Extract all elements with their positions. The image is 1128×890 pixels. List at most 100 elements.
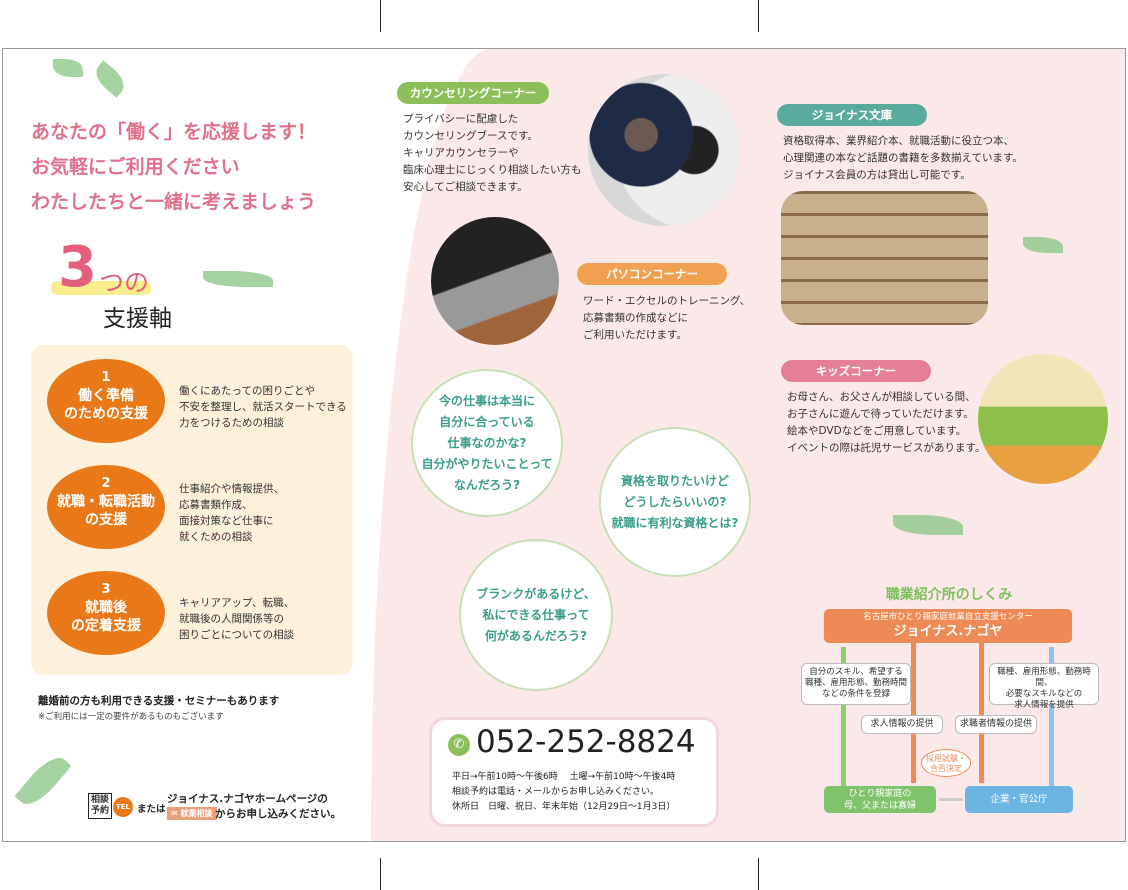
mail-consult-button[interactable]: ✉ 就業相談 bbox=[167, 807, 217, 820]
headline-line: わたしたちと一緒に考えましょう bbox=[31, 191, 317, 213]
phone-icon: ✆ bbox=[448, 734, 470, 756]
center-sub: 名古屋市ひとり親家庭就業自立支援センター bbox=[863, 612, 1033, 622]
bubble-line: 何があるんだろう? bbox=[484, 628, 588, 643]
tel-badge: TEL bbox=[113, 797, 133, 817]
leaf-icon bbox=[14, 750, 72, 812]
reservation-label: 相談予約 bbox=[88, 793, 113, 819]
crop-mark bbox=[758, 858, 759, 890]
center-name: ジョイナス.ナゴヤ bbox=[893, 624, 1003, 639]
contact-hours: 平日→午前10時～午後6時 土曜→午前10時～午後4時相談予約は電話・メールから… bbox=[452, 770, 675, 815]
bubble-line: 就職に有利な資格とは? bbox=[611, 515, 739, 530]
text-line: キャリアカウンセラーや bbox=[403, 147, 519, 159]
job-offer-note: 職種、雇用形態、勤務時間、必要なスキルなどの求人情報を提供 bbox=[989, 663, 1099, 710]
parent-line: 母、父または寡婦 bbox=[843, 801, 916, 811]
text-line: ご利用いただけます。 bbox=[583, 329, 687, 341]
kids-text: お母さん、お父さんが相談している間、お子さんに遊んで待っていただけます。絵本やD… bbox=[787, 389, 985, 457]
support-title: 働く準備 bbox=[78, 388, 134, 404]
note-line: 職種、雇用形態、勤務時間、 bbox=[997, 667, 1091, 688]
or-text: または bbox=[137, 804, 166, 815]
arrow-up-blue bbox=[1049, 647, 1054, 787]
company-box: 企業・官公庁 bbox=[965, 786, 1073, 813]
crop-mark bbox=[380, 858, 381, 890]
bubble-line: 今の仕事は本当に bbox=[438, 393, 535, 408]
reserve-line: 相談 bbox=[91, 795, 110, 805]
headline: あなたの「働く」を応援します！ お気軽にご利用ください わたしたちと一緒に考えま… bbox=[31, 115, 316, 220]
hours-line: 相談予約は電話・メールからお申し込みください。 bbox=[452, 787, 660, 797]
registration-note: 自分のスキル、希望する職種、雇用形態、勤務時間などの条件を登録 bbox=[801, 663, 911, 705]
bubble-line: 自分がやりたいことって bbox=[421, 456, 553, 471]
question-bubble-1: 今の仕事は本当に自分に合っている仕事なのかな?自分がやりたいことってなんだろう? bbox=[411, 369, 563, 517]
homepage-text: ジョイナス.ナゴヤホームページの bbox=[167, 793, 328, 805]
support-title: のための支援 bbox=[64, 406, 148, 422]
phone-number[interactable]: 052-252-8824 bbox=[476, 724, 696, 760]
desc-line: キャリアアップ、転職、 bbox=[179, 597, 295, 609]
three-suffix: つの bbox=[99, 268, 150, 297]
bubble-line: なんだろう? bbox=[453, 477, 521, 492]
text-line: 心理関連の本など話題の書籍を多数揃えています。 bbox=[783, 152, 1023, 164]
text-line: お子さんに遊んで待っていただけます。 bbox=[787, 408, 974, 420]
mail-button-label: 就業相談 bbox=[180, 809, 213, 818]
text-line: 安心してご相談できます。 bbox=[403, 181, 528, 193]
decision-line: 採用試験・ bbox=[926, 754, 966, 763]
desc-line: 仕事紹介や情報提供、 bbox=[179, 483, 284, 495]
bubble-line: どうしたらいいの? bbox=[623, 494, 727, 509]
requirement-note: ※ご利用には一定の要件があるものもございます bbox=[38, 712, 224, 722]
bubble-line: 仕事なのかな? bbox=[447, 435, 527, 450]
question-bubble-3: ブランクがあるけど、私にできる仕事って何があるんだろう? bbox=[459, 539, 613, 691]
library-text: 資格取得本、業界紹介本、就職活動に役立つ本、心理関連の本など話題の書籍を多数揃え… bbox=[783, 133, 1023, 184]
question-bubble-2: 資格を取りたいけどどうしたらいいの? 就職に有利な資格とは? bbox=[599, 427, 751, 577]
counseling-photo bbox=[588, 74, 740, 226]
leaf-icon bbox=[893, 515, 963, 535]
headline-line: お気軽にご利用ください bbox=[31, 156, 240, 178]
desc-line: 就くための相談 bbox=[179, 531, 253, 543]
support-title: 就職・転職活動 bbox=[57, 494, 155, 510]
bubble-line: 資格を取りたいけど bbox=[620, 473, 729, 488]
note-line: 自分のスキル、希望する bbox=[809, 667, 903, 677]
flower-leaf-icon bbox=[203, 271, 273, 287]
highlight-stroke bbox=[51, 281, 151, 295]
support-number: 1 bbox=[101, 370, 111, 385]
support-desc-3: キャリアアップ、転職、就職後の人間関係等の困りごとについての相談 bbox=[179, 595, 294, 643]
contact-box: ✆ 052-252-8824 平日→午前10時～午後6時 土曜→午前10時～午後… bbox=[429, 717, 719, 827]
note-line: 職種、雇用形態、勤務時間 bbox=[804, 678, 907, 688]
support-axis-label: 支援軸 bbox=[103, 306, 172, 332]
bubble-line: ブランクがあるけど、 bbox=[476, 586, 596, 601]
text-line: ワード・エクセルのトレーニング、 bbox=[583, 295, 751, 307]
desc-line: 力をつけるための相談 bbox=[179, 417, 284, 429]
desc-line: 働くにあたっての困りごとや bbox=[179, 385, 315, 397]
headline-line: あなたの「働く」を応援します！ bbox=[31, 121, 317, 143]
support-oval-1: 1 働く準備のための支援 bbox=[47, 359, 165, 443]
counseling-corner-label: カウンセリングコーナー bbox=[397, 82, 549, 104]
apply-text: からお申し込みください。 bbox=[215, 808, 341, 820]
text-line: カウンセリングブースです。 bbox=[403, 130, 538, 142]
bubble-line: 私にできる仕事って bbox=[482, 607, 590, 622]
leaf-icon bbox=[90, 60, 130, 98]
center-box: 名古屋市ひとり親家庭就業自立支援センター ジョイナス.ナゴヤ bbox=[824, 609, 1072, 643]
kids-photo bbox=[978, 354, 1108, 484]
leaf-icon bbox=[53, 59, 83, 77]
hours-line: 休所日 日曜、祝日、年末年始（12月29日～1月3日） bbox=[452, 802, 676, 812]
reserve-line: 予約 bbox=[91, 806, 110, 816]
two-way-arrow bbox=[939, 798, 963, 801]
decision-line: 合否決定 bbox=[930, 764, 962, 773]
text-line: 臨床心理士にじっくり相談したい方も bbox=[403, 164, 582, 176]
desc-line: 困りごとについての相談 bbox=[179, 629, 295, 641]
text-line: 応募書類の作成などに bbox=[583, 312, 688, 324]
text-line: ジョイナス会員の方は貸出し可能です。 bbox=[783, 169, 971, 181]
kids-corner-label: キッズコーナー bbox=[781, 360, 931, 382]
text-line: プライバシーに配慮した bbox=[403, 113, 519, 125]
library-corner-label: ジョイナス文庫 bbox=[777, 104, 927, 126]
note-line: 求人情報を提供 bbox=[1014, 700, 1074, 710]
parent-line: ひとり親家庭の bbox=[848, 789, 912, 799]
support-title: の定着支援 bbox=[71, 618, 141, 634]
crop-mark bbox=[380, 0, 381, 32]
support-title: 就職後 bbox=[85, 600, 127, 616]
mail-icon: ✉ bbox=[171, 809, 181, 818]
arrow-down-orange bbox=[979, 643, 984, 783]
leaf-icon bbox=[1023, 237, 1063, 253]
three-number: 3 bbox=[58, 235, 97, 300]
support-desc-2: 仕事紹介や情報提供、応募書類作成、面接対策など仕事に就くための相談 bbox=[179, 481, 284, 545]
